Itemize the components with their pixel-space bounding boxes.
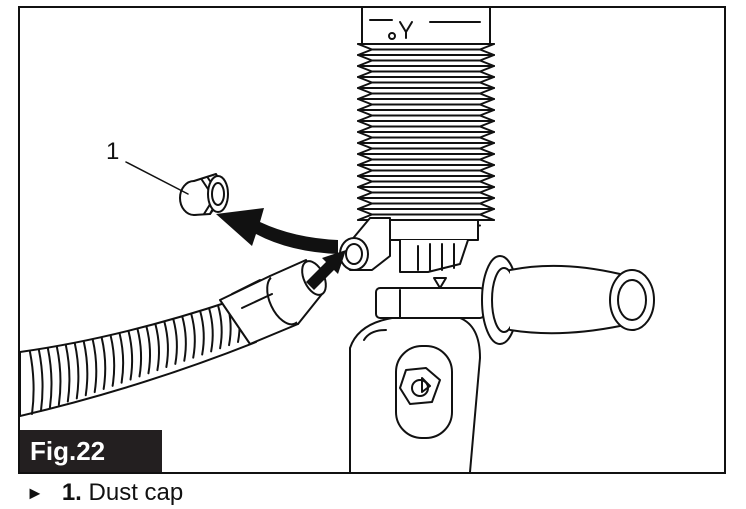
side-grip [481, 255, 655, 345]
hose-rib [118, 332, 125, 384]
remove-arrow [216, 208, 338, 254]
dust-cap [179, 173, 229, 216]
hose-rib [73, 342, 80, 400]
hose-rib [154, 323, 160, 372]
hose-rib [217, 304, 223, 350]
hose-rib [55, 345, 62, 406]
bellows-head [361, 8, 491, 45]
hose-rib [46, 347, 53, 409]
hose-rib [190, 312, 196, 359]
hose-rib [172, 318, 178, 365]
hose-rib [181, 315, 187, 362]
hose-rib [100, 336, 107, 390]
hose-rib [145, 325, 152, 375]
legend-item-number: 1. [61, 479, 82, 506]
hose-connector [219, 259, 327, 345]
hose-rib [82, 340, 89, 397]
legend-item: 1. Dust cap [62, 479, 183, 507]
hose-rib [64, 344, 71, 403]
bellows [357, 43, 495, 227]
dust-port [339, 217, 391, 271]
hose-rib [208, 307, 214, 353]
hose-rib [29, 351, 35, 415]
hose-rib [37, 349, 44, 412]
legend-item-text: Dust cap [88, 479, 184, 506]
insert-arrow [306, 250, 346, 290]
drill-illustration [20, 8, 655, 472]
triangle-right-icon: ► [26, 482, 44, 503]
legend: ► 1. Dust cap [26, 478, 183, 508]
hose-rib [127, 330, 134, 381]
hose-rib [109, 334, 116, 387]
hose-rib [199, 310, 205, 356]
callout-number: 1 [106, 138, 120, 165]
hose-rib [136, 327, 143, 378]
figure-frame: 1 Fig.22 [18, 6, 726, 474]
hose [20, 299, 257, 417]
hose-rib [91, 338, 98, 394]
figure-label: Fig.22 [20, 430, 162, 472]
hose-rib [163, 320, 169, 369]
